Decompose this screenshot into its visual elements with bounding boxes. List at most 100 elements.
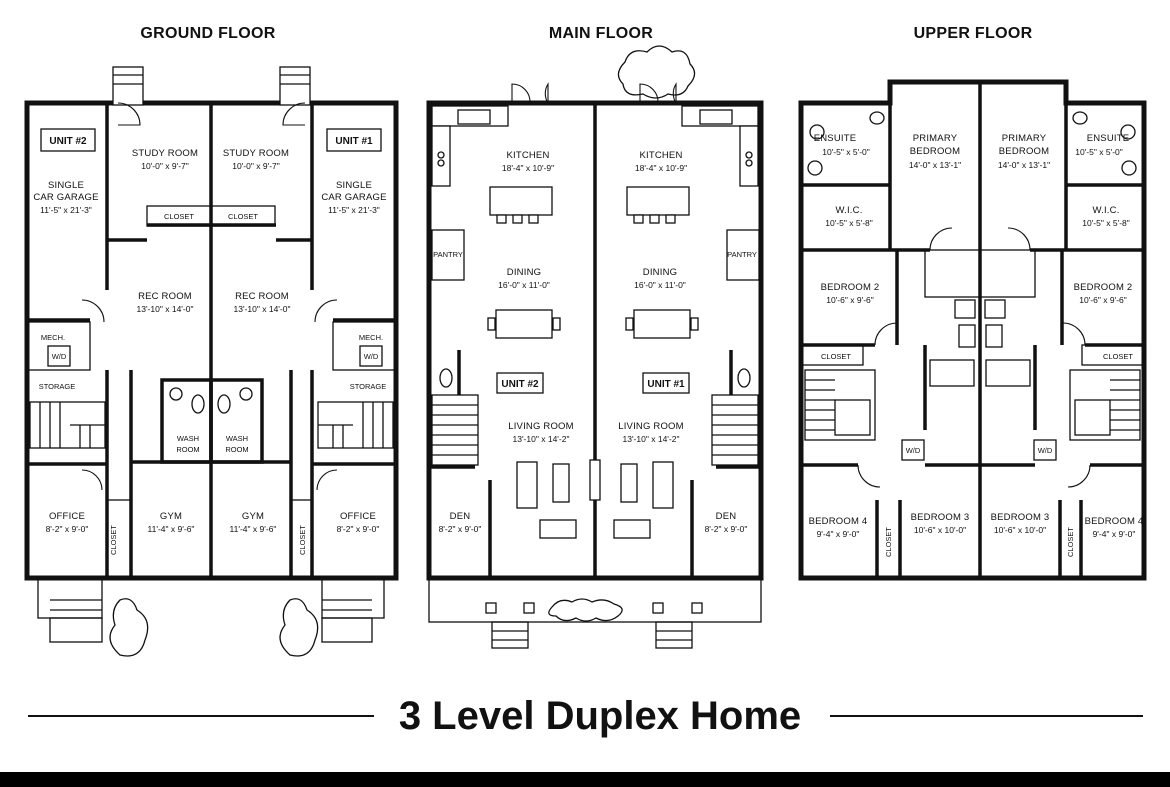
upper-bed2-left-dim: 10'-6" x 9'-6" [826,295,874,305]
main-unit-1-label: UNIT #1 [647,379,685,390]
ground-study-right-label: STUDY ROOM [223,148,289,159]
main-den-right-dim: 8'-2" x 9'-0" [705,524,748,534]
ground-wd-right-label: W/D [364,352,379,361]
main-dining-left-dim: 16'-0" x 11'-0" [498,280,550,290]
ground-rec-left-dim: 13'-10" x 14'-0" [136,304,193,314]
ground-office-left-label: OFFICE [49,511,85,522]
title-rule-right [830,715,1143,717]
ground-porch-left [37,577,149,657]
ground-floor-heading: GROUND FLOOR [140,25,275,42]
upper-bed3-left-dim: 10'-6" x 10'-0" [914,525,966,535]
upper-primary-right-label-1: PRIMARY [1002,133,1047,144]
main-front-porch [428,577,762,623]
upper-wic-right-label: W.I.C. [1092,205,1119,216]
upper-primary-right-label-2: BEDROOM [999,146,1050,157]
upper-ensuite-left-label: ENSUITE [814,133,857,144]
main-kitchen-left-label: KITCHEN [506,150,549,161]
upper-bed3-left-label: BEDROOM 3 [911,512,970,523]
main-living-left-label: LIVING ROOM [508,421,574,432]
ground-garage-right-label-1: SINGLE [336,180,372,191]
upper-primary-left-dim: 14'-0" x 13'-1" [909,160,961,170]
ground-study-right-dim: 10'-0" x 9'-7" [232,161,280,171]
main-kitchen-left-dim: 18'-4" x 10'-9" [502,163,554,173]
upper-bed-closet-left-label: CLOSET [884,527,893,557]
ground-rec-right-label: REC ROOM [235,291,289,302]
upper-bed3-right-label: BEDROOM 3 [991,512,1050,523]
main-tree-icon [617,45,696,99]
ground-study-left-label: STUDY ROOM [132,148,198,159]
main-floor-heading: MAIN FLOOR [549,25,653,42]
upper-bed4-left-label: BEDROOM 4 [809,516,868,527]
ground-floor-plan: UNIT #2 UNIT #1 SINGLE CAR GARAGE 11'-5"… [24,66,399,657]
upper-bed4-left-dim: 9'-4" x 9'-0" [817,529,860,539]
ground-storage-right-label: STORAGE [350,382,387,391]
upper-ensuite-left-dim: 10'-5" x 5'-0" [822,147,870,157]
ground-gym-left-label: GYM [160,511,182,522]
upper-primary-right-dim: 14'-0" x 13'-1" [998,160,1050,170]
ground-gym-right-label: GYM [242,511,264,522]
ground-garage-left-dim: 11'-5" x 21'-3" [40,205,92,215]
main-den-left-label: DEN [450,511,471,522]
main-den-right-label: DEN [716,511,737,522]
main-sofa-right [652,461,674,509]
ground-stairs-right [317,401,394,449]
ground-office-left-dim: 8'-2" x 9'-0" [46,524,89,534]
ground-wash-left-label-1: WASH [177,434,199,443]
bottom-bar [0,772,1170,787]
main-den-left-dim: 8'-2" x 9'-0" [439,524,482,534]
ground-garage-right-label-2: CAR GARAGE [321,192,386,203]
main-island-right [626,186,690,216]
ground-office-right-label: OFFICE [340,511,376,522]
upper-bed3-right-dim: 10'-6" x 10'-0" [994,525,1046,535]
ground-wash-right-label-2: ROOM [225,445,248,454]
main-dining-right-label: DINING [643,267,677,278]
main-pantry-left-label: PANTRY [433,250,463,259]
upper-bed4-right-label: BEDROOM 4 [1085,516,1144,527]
main-kitchen-right-dim: 18'-4" x 10'-9" [635,163,687,173]
upper-floor-heading: UPPER FLOOR [914,25,1033,42]
ground-wd-left-label: W/D [52,352,67,361]
upper-bed2-right-dim: 10'-6" x 9'-6" [1079,295,1127,305]
main-stairs-left [431,350,479,466]
ground-gym-right-dim: 11'-4" x 9'-6" [230,524,277,534]
main-dining-table-left [495,309,553,339]
upper-bed-closet-right-label: CLOSET [1066,527,1075,557]
ground-study-left-dim: 10'-0" x 9'-7" [141,161,189,171]
main-hedge-icon [548,598,623,622]
upper-wic-right-dim: 10'-5" x 5'-8" [1082,218,1130,228]
ground-unit-1-label: UNIT #1 [335,136,373,147]
main-stairs-right [711,350,759,466]
main-kitchen-right-label: KITCHEN [639,150,682,161]
upper-closet-left-label: CLOSET [821,352,851,361]
main-dining-left-label: DINING [507,267,541,278]
ground-unit-2-label: UNIT #2 [49,136,87,147]
ground-office-closet-right-label: CLOSET [298,525,307,555]
title-rule-left [28,715,374,717]
upper-primary-left-label-1: PRIMARY [913,133,958,144]
main-living-right-label: LIVING ROOM [618,421,684,432]
upper-stairs-right [1069,369,1141,441]
ground-wash-left-label-2: ROOM [176,445,199,454]
upper-wic-left-dim: 10'-5" x 5'-8" [825,218,873,228]
ground-porch-right [279,577,385,657]
upper-wd-left-label: W/D [906,446,921,455]
ground-mech-right-label: MECH. [359,333,383,342]
ground-office-closet-left-label: CLOSET [109,525,118,555]
ground-wash-right-label-1: WASH [226,434,248,443]
ground-garage-left-label-1: SINGLE [48,180,84,191]
upper-wd-right-label: W/D [1038,446,1053,455]
upper-closet-right-label: CLOSET [1103,352,1133,361]
ground-rec-left-label: REC ROOM [138,291,192,302]
main-unit-2-label: UNIT #2 [501,379,539,390]
ground-entry-steps-right [279,66,311,106]
upper-bed2-right-label: BEDROOM 2 [1074,282,1133,293]
ground-entry-steps-left [112,66,144,106]
main-living-left-dim: 13'-10" x 14'-2" [512,434,569,444]
ground-rec-right-dim: 13'-10" x 14'-0" [233,304,290,314]
page-title: 3 Level Duplex Home [398,694,802,738]
ground-closet-right-label: CLOSET [228,212,258,221]
ground-garage-right-dim: 11'-5" x 21'-3" [328,205,380,215]
ground-stairs-left [29,401,106,449]
upper-stairs-left [804,369,876,441]
